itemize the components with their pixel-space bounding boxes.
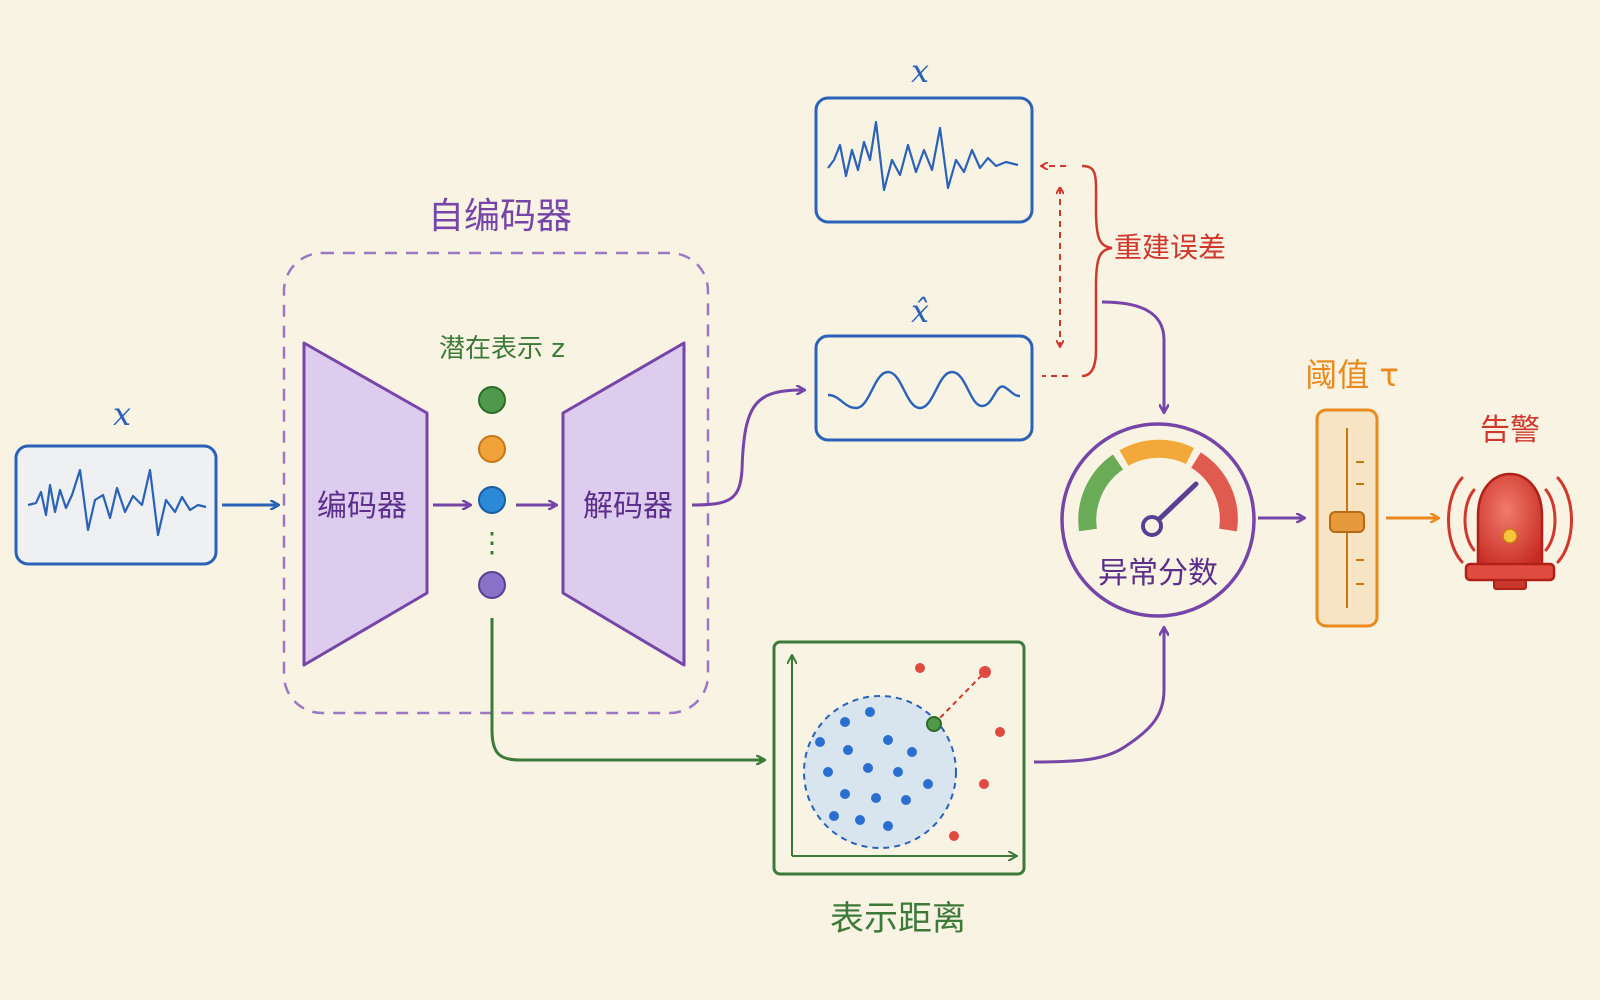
- gauge-segment-orange: [1119, 439, 1194, 466]
- score-label: 异常分数: [1098, 556, 1218, 591]
- threshold-label: 阈值 τ: [1305, 356, 1398, 394]
- normal-points: [815, 707, 933, 831]
- normal-point: [901, 795, 911, 805]
- decoder-label: 解码器: [583, 489, 673, 524]
- test-point: [926, 716, 942, 732]
- threshold-handle: [1329, 511, 1365, 533]
- gauge-segment-red: [1190, 452, 1238, 532]
- siren-wave-right-inner: [1544, 488, 1557, 552]
- normal-point: [843, 745, 853, 755]
- outlier-point: [915, 663, 925, 673]
- latent-dot-purple: [478, 571, 506, 599]
- normal-point: [893, 767, 903, 777]
- gauge-hub: [1141, 515, 1163, 537]
- normal-point: [883, 735, 893, 745]
- outlier-point: [995, 727, 1005, 737]
- latent-dot-blue: [478, 486, 506, 514]
- normal-point: [840, 789, 850, 799]
- normal-point: [871, 793, 881, 803]
- arrow-error-to-score: [1101, 300, 1164, 412]
- original-signal-box: [814, 96, 1034, 224]
- siren-foot: [1493, 579, 1527, 590]
- original-signal: x: [814, 52, 1034, 224]
- arrow-decoder-to-reconstruction: [691, 390, 804, 507]
- siren-dome: [1476, 472, 1544, 568]
- siren-wave-left-inner: [1463, 488, 1476, 552]
- error-label: 重建误差: [1114, 231, 1226, 264]
- original-waveform: [827, 120, 1019, 192]
- siren-light: [1502, 528, 1518, 544]
- encoder-shape: [302, 341, 429, 667]
- gauge-segment-green: [1078, 454, 1124, 532]
- decoder-shape: [561, 341, 686, 667]
- latent-dot-orange: [478, 435, 506, 463]
- normal-point: [865, 707, 875, 717]
- autoencoder-group: 自编码器 编码器 潜在表示 z ⋮ 解码器: [282, 196, 710, 715]
- input-signal-box: [14, 444, 218, 566]
- normal-point: [815, 737, 825, 747]
- normal-point: [863, 763, 873, 773]
- autoencoder-title: 自编码器: [428, 196, 572, 237]
- input-signal: x: [14, 395, 218, 566]
- representation-plot: 表示距离: [772, 640, 1026, 939]
- latent-label: 潜在表示 z: [439, 334, 565, 364]
- latent-ellipsis: ⋮: [478, 526, 506, 559]
- outlier-point: [979, 779, 989, 789]
- reconstructed-signal-box: [814, 334, 1034, 442]
- input-symbol: x: [113, 395, 131, 433]
- siren-base: [1464, 562, 1556, 582]
- threshold-slider: 阈值 τ: [1305, 356, 1399, 628]
- representation-label: 表示距离: [830, 899, 966, 939]
- alert-label: 告警: [1480, 413, 1540, 448]
- normal-point: [907, 747, 917, 757]
- outlier-point: [979, 666, 991, 678]
- latent-dot-green: [478, 386, 506, 414]
- distance-line: [933, 671, 986, 725]
- normal-point: [883, 821, 893, 831]
- encoder-label: 编码器: [317, 489, 407, 524]
- arrow-latent-to-representation: [490, 618, 764, 760]
- reconstructed-signal: x̂: [814, 292, 1034, 442]
- input-waveform: [27, 468, 207, 537]
- normal-point: [823, 767, 833, 777]
- normal-point: [829, 811, 839, 821]
- outlier-point: [949, 831, 959, 841]
- normal-point: [840, 717, 850, 727]
- arrow-representation-to-score: [1033, 628, 1164, 764]
- normal-point: [923, 779, 933, 789]
- reconstructed-symbol: x̂: [911, 292, 929, 330]
- siren-wave-right-outer: [1556, 476, 1573, 564]
- siren-icon: 告警: [1447, 413, 1573, 590]
- error-brace: [1081, 164, 1113, 378]
- anomaly-score-gauge: 异常分数: [1060, 422, 1256, 618]
- outlier-points: [915, 663, 1005, 841]
- autoencoder-dashed-box: [282, 251, 710, 715]
- normal-cluster-region: [803, 695, 957, 849]
- original-symbol: x: [911, 52, 929, 90]
- siren-wave-left-outer: [1447, 476, 1464, 564]
- normal-point: [855, 815, 865, 825]
- reconstructed-waveform: [827, 370, 1021, 410]
